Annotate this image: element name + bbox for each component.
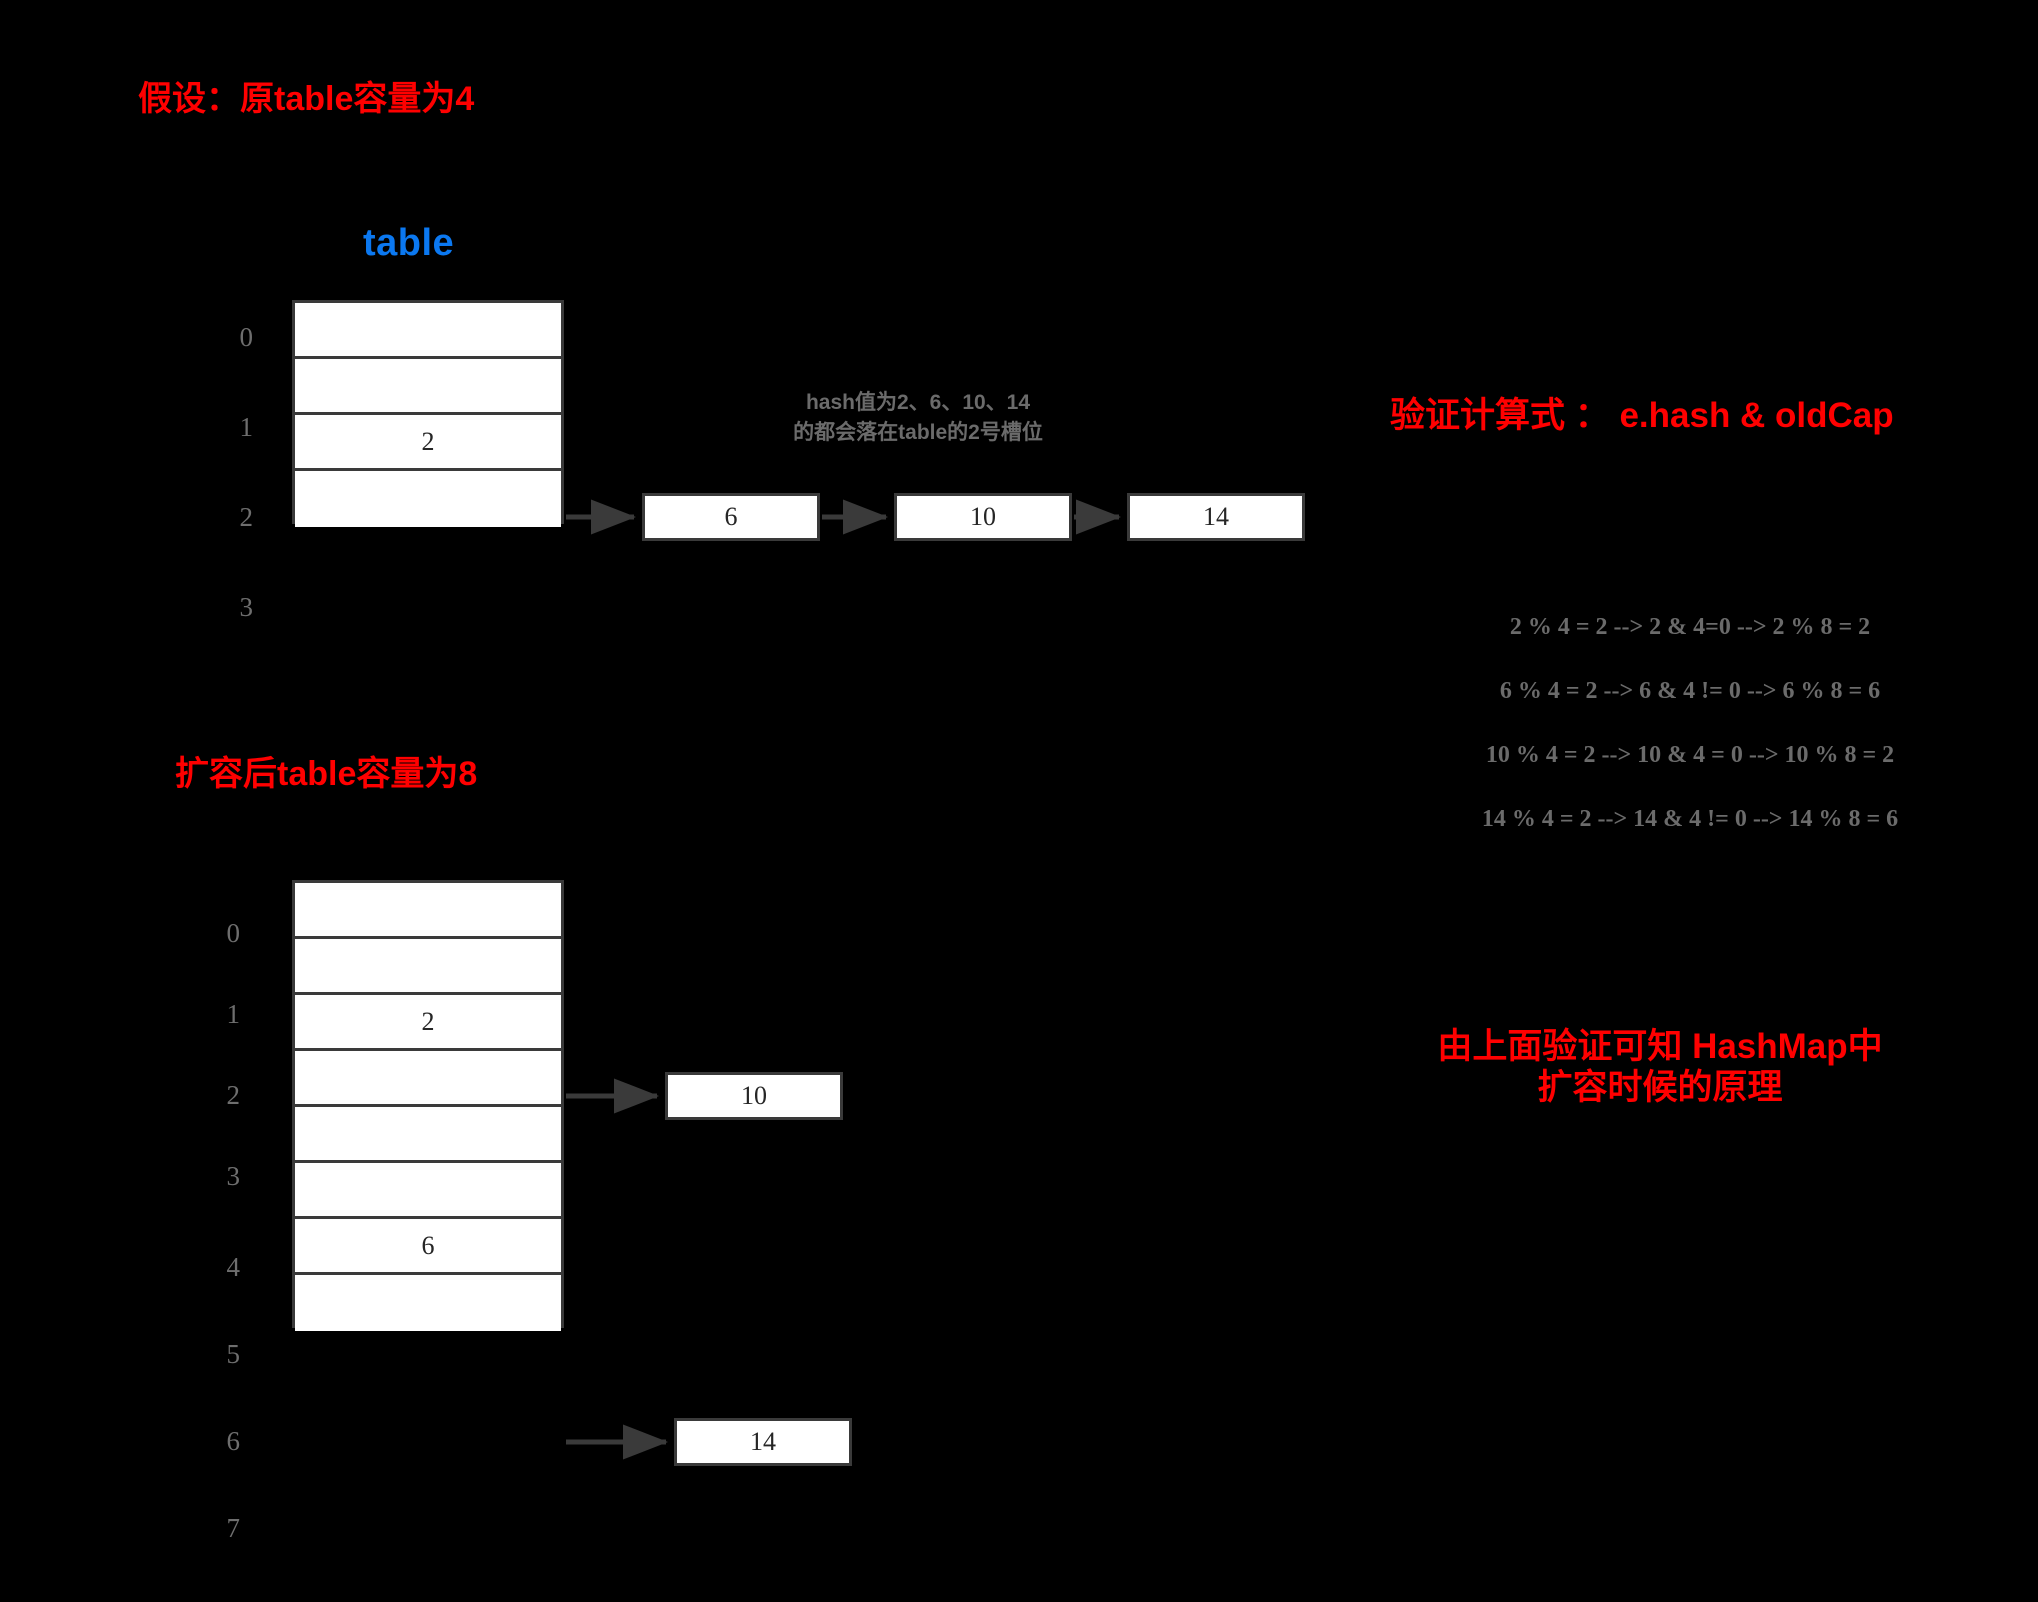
formula-heading: 验证计算式 ： e.hash & oldCap <box>1390 396 1894 435</box>
old-table-index-1: 1 <box>239 412 254 442</box>
new-table-cell-3[interactable] <box>295 1051 561 1107</box>
old-chain-node-6[interactable]: 6 <box>642 493 820 541</box>
new-table-cell-7[interactable] <box>295 1275 561 1331</box>
new-table-cell-6[interactable]: 6 <box>295 1219 561 1275</box>
old-table-index-3: 3 <box>239 592 254 622</box>
hash-note-line-2: 的都会落在table的2号槽位 <box>793 420 1043 444</box>
old-table-cell-2[interactable]: 2 <box>295 415 561 471</box>
new-table-cell-5[interactable] <box>295 1163 561 1219</box>
hash-note-line-1: hash值为2、6、10、14 <box>805 391 1031 414</box>
title-assume-capacity: 假设：原table容量为4 <box>138 80 475 118</box>
new-table-cell-4[interactable] <box>295 1107 561 1163</box>
new-chain-node-10[interactable]: 10 <box>665 1072 843 1120</box>
old-table-array: 2 <box>292 300 564 527</box>
new-table-index-7: 7 <box>226 1513 241 1543</box>
old-table-cell-0[interactable] <box>295 303 561 359</box>
new-table-index-5: 5 <box>226 1339 241 1369</box>
new-table-cell-2[interactable]: 2 <box>295 995 561 1051</box>
new-table-cell-0[interactable] <box>295 883 561 939</box>
title-resized-capacity: 扩容后table容量为8 <box>175 755 478 793</box>
formula-row-4: 14 % 4 = 2 --> 14 & 4 != 0 --> 14 % 8 = … <box>1481 806 1899 832</box>
new-table-index-0: 0 <box>226 918 241 948</box>
formula-row-1: 2 % 4 = 2 --> 2 & 4=0 --> 2 % 8 = 2 <box>1509 614 1871 640</box>
old-chain-node-14[interactable]: 14 <box>1127 493 1305 541</box>
hash-slot-note: hash值为2、6、10、14 的都会落在table的2号槽位 <box>738 388 1098 448</box>
conclusion-line-1: 由上面验证可知 HashMap中 <box>1437 1027 1883 1066</box>
formula-list: 2 % 4 = 2 --> 2 & 4=0 --> 2 % 8 = 2 6 % … <box>1355 595 2025 851</box>
old-table-index-2: 2 <box>239 502 254 532</box>
old-chain-node-10[interactable]: 10 <box>894 493 1072 541</box>
conclusion-text: 由上面验证可知 HashMap中 扩容时候的原理 <box>1390 1026 1930 1109</box>
new-table-cell-1[interactable] <box>295 939 561 995</box>
formula-row-2: 6 % 4 = 2 --> 6 & 4 != 0 --> 6 % 8 = 6 <box>1499 678 1881 704</box>
conclusion-line-2: 扩容时候的原理 <box>1537 1068 1783 1108</box>
new-table-index-2: 2 <box>226 1080 241 1110</box>
old-table-index-0: 0 <box>239 322 254 352</box>
new-table-index-1: 1 <box>226 999 241 1029</box>
table-caption-label: table <box>363 222 455 264</box>
old-table-cell-3[interactable] <box>295 471 561 527</box>
new-table-index-4: 4 <box>226 1252 241 1282</box>
old-table-cell-1[interactable] <box>295 359 561 415</box>
new-table-array: 2 6 <box>292 880 564 1331</box>
new-table-index-3: 3 <box>226 1161 241 1191</box>
new-table-index-6: 6 <box>226 1426 241 1456</box>
new-chain-node-14[interactable]: 14 <box>674 1418 852 1466</box>
formula-row-3: 10 % 4 = 2 --> 10 & 4 = 0 --> 10 % 8 = 2 <box>1485 742 1895 768</box>
